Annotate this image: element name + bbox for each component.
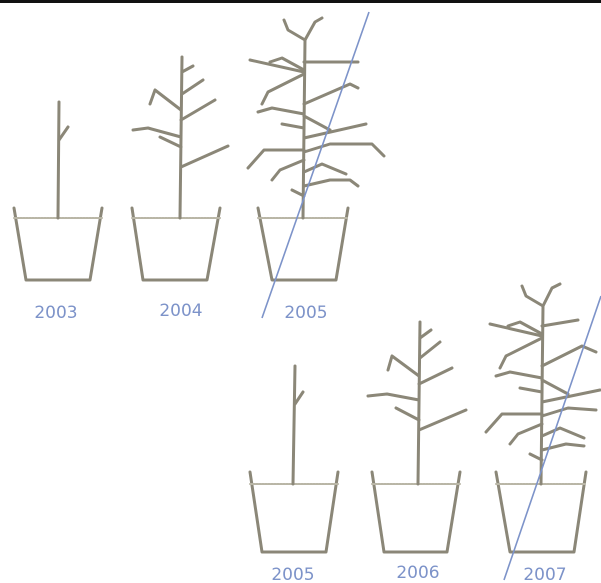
plant-2006-bottom (366, 320, 468, 486)
plant-2004-top (131, 55, 230, 220)
year-label-2004: 2004 (159, 301, 202, 321)
plant-2003-top (56, 100, 70, 220)
pot-2006-bottom (370, 470, 462, 554)
pot-2004-top (130, 206, 222, 282)
plant-2005-bottom (291, 364, 305, 486)
year-label-2006: 2006 (396, 563, 439, 583)
plant-2007-bottom (484, 282, 601, 486)
plant-2005-top (246, 16, 386, 220)
year-label-2005-bottom: 2005 (271, 565, 314, 583)
year-label-2005-top: 2005 (284, 303, 327, 323)
top-border-rule (0, 0, 601, 3)
guide-line-bottom (503, 295, 601, 581)
guide-line-top (261, 11, 370, 319)
year-label-2007: 2007 (523, 565, 566, 583)
year-label-2003: 2003 (34, 303, 77, 323)
